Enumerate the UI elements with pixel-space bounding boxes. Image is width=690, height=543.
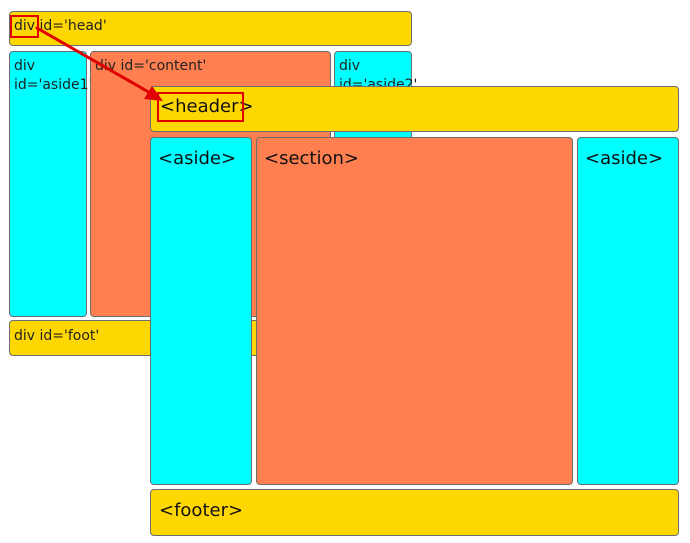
new-footer-label: <footer> bbox=[159, 500, 244, 521]
new-aside-left-box bbox=[150, 137, 252, 485]
old-content-label: div id='content' bbox=[95, 58, 207, 74]
new-header-label: <header> bbox=[160, 96, 254, 117]
new-footer-box bbox=[150, 489, 679, 536]
old-aside1-label: div id='aside1' bbox=[14, 58, 93, 93]
new-aside-left-label: <aside> bbox=[158, 148, 237, 169]
new-aside-right-box bbox=[577, 137, 679, 485]
old-foot-label: div id='foot' bbox=[14, 328, 100, 344]
new-aside-right-label: <aside> bbox=[585, 148, 664, 169]
new-section-label: <section> bbox=[264, 148, 359, 169]
old-div-highlight bbox=[10, 15, 39, 38]
new-section-box bbox=[256, 137, 573, 485]
old-aside2-label: div id='aside2' bbox=[339, 58, 418, 93]
new-header-highlight bbox=[157, 92, 244, 122]
